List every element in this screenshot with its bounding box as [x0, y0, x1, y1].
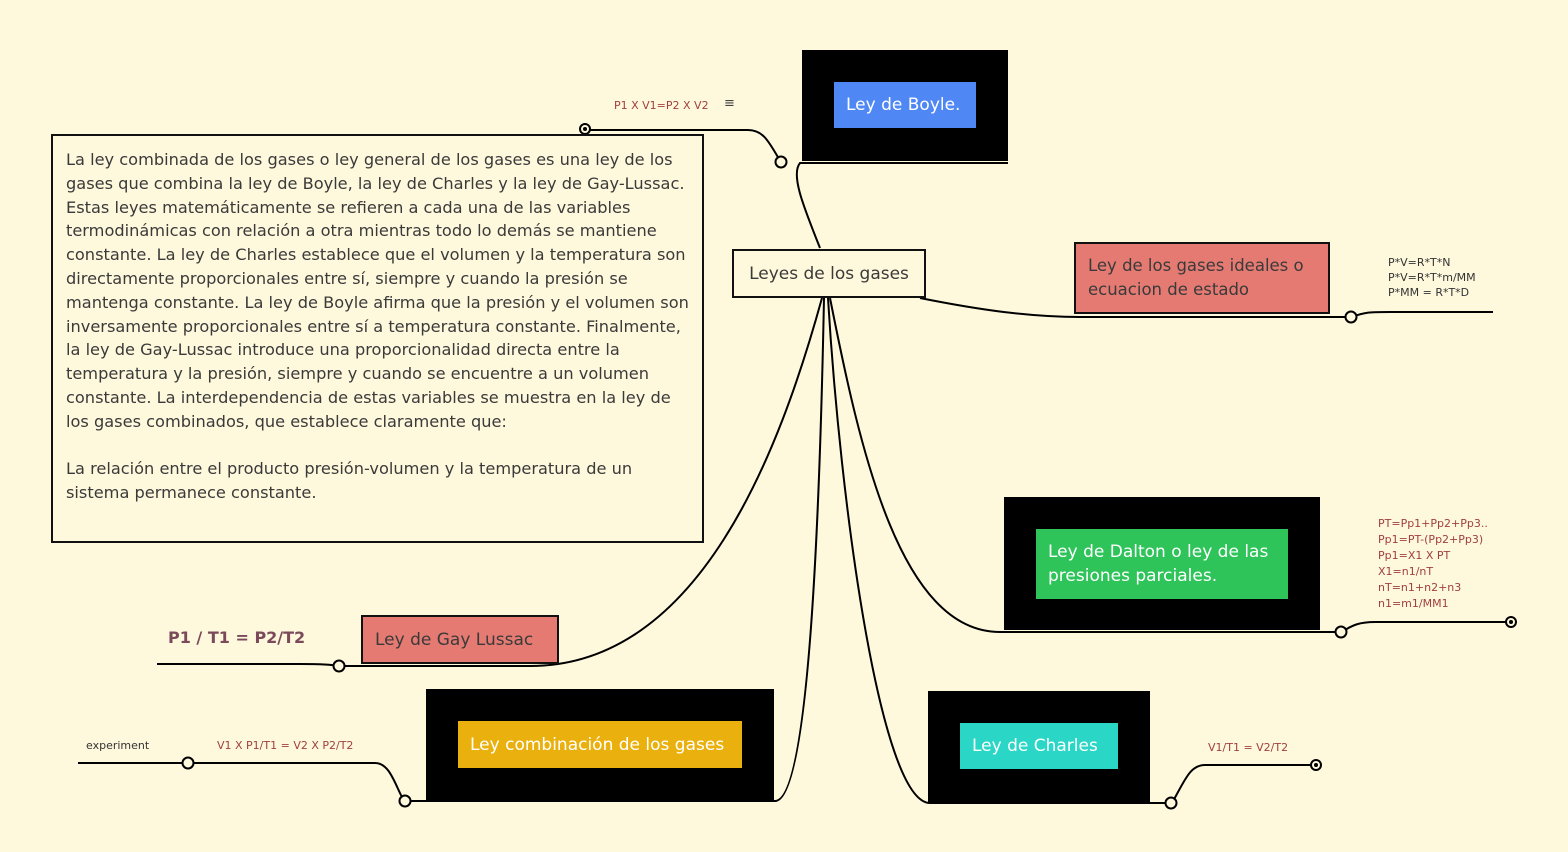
note-line: nT=n1+n2+n3 [1378, 581, 1462, 594]
central-topic-label: Leyes de los gases [749, 263, 909, 284]
note-line: PT=Pp1+Pp2+Pp3.. [1378, 517, 1488, 530]
central-topic[interactable]: Leyes de los gases [732, 249, 926, 298]
note-line: P*MM = R*T*D [1388, 286, 1470, 299]
topic-combinacion[interactable]: Ley combinación de los gases [458, 721, 742, 768]
combinacion-note: V1 X P1/T1 = V2 X P2/T2 [217, 739, 354, 752]
ideales-notes: P*V=R*T*N P*V=R*T*m/MM P*MM = R*T*D [1388, 255, 1476, 300]
topic-ideales[interactable]: Ley de los gases ideales o ecuacion de e… [1074, 242, 1330, 314]
topic-charles[interactable]: Ley de Charles [960, 723, 1118, 769]
note-line: Pp1=PT-(Pp2+Pp3) [1378, 533, 1484, 546]
topic-combinacion-label: Ley combinación de los gases [470, 734, 725, 755]
note-line: P*V=R*T*N [1388, 256, 1451, 269]
dalton-notes: PT=Pp1+Pp2+Pp3.. Pp1=PT-(Pp2+Pp3) Pp1=X1… [1378, 516, 1488, 612]
topic-ideales-label: Ley de los gases ideales o ecuacion de e… [1088, 256, 1304, 299]
topic-gaylussac-label: Ley de Gay Lussac [375, 629, 534, 650]
topic-dalton[interactable]: Ley de Dalton o ley de las presiones par… [1036, 529, 1288, 599]
topic-boyle[interactable]: Ley de Boyle. [834, 82, 976, 128]
description-note: La ley combinada de los gases o ley gene… [51, 134, 704, 543]
topic-gaylussac[interactable]: Ley de Gay Lussac [361, 615, 559, 664]
notes-icon[interactable]: ≡ [724, 96, 735, 111]
note-line: X1=n1/nT [1378, 565, 1434, 578]
note-line: n1=m1/MM1 [1378, 597, 1449, 610]
topic-charles-label: Ley de Charles [972, 736, 1098, 756]
note-line: Pp1=X1 X PT [1378, 549, 1451, 562]
note-line: P*V=R*T*m/MM [1388, 271, 1476, 284]
topic-boyle-label: Ley de Boyle. [846, 95, 961, 115]
boyle-note: P1 X V1=P2 X V2 [614, 99, 709, 112]
topic-dalton-label: Ley de Dalton o ley de las presiones par… [1048, 542, 1269, 586]
charles-note: V1/T1 = V2/T2 [1208, 741, 1289, 754]
gaylussac-note: P1 / T1 = P2/T2 [168, 628, 306, 647]
experiment-label[interactable]: experiment [86, 739, 150, 752]
